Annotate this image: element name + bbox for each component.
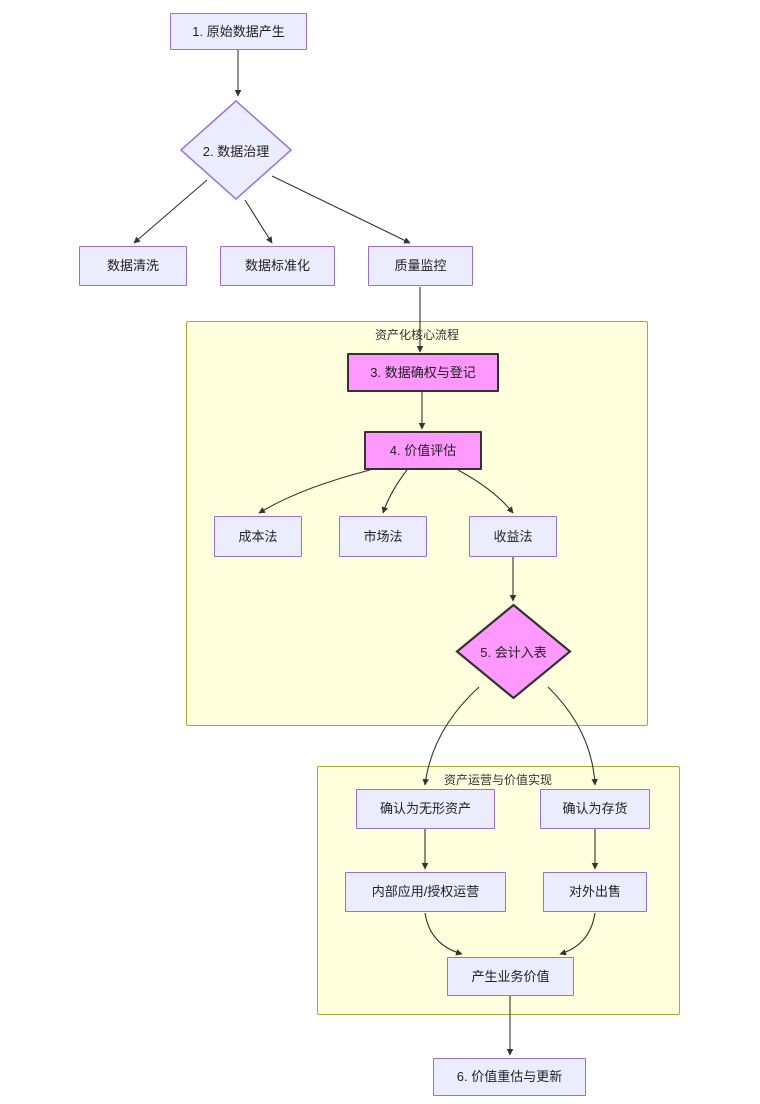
node-cost-method[interactable]: 成本法 (214, 516, 302, 557)
node-external-sale[interactable]: 对外出售 (543, 872, 647, 912)
node-quality-monitoring[interactable]: 质量监控 (368, 246, 473, 286)
diamond-shape-data-governance (180, 100, 292, 200)
node-data-governance[interactable]: 2. 数据治理 (180, 100, 292, 200)
node-data-standardization[interactable]: 数据标准化 (220, 246, 335, 286)
node-recognize-as-intangible-asset[interactable]: 确认为无形资产 (356, 789, 495, 829)
node-label-accounting-recognition: 5. 会计入表 (480, 645, 547, 660)
node-label-data-governance: 2. 数据治理 (202, 143, 270, 159)
cluster-label-asset-operation-value: 资产运营与价值实现 (443, 773, 553, 787)
node-data-rights-registration[interactable]: 3. 数据确权与登记 (347, 353, 499, 392)
node-income-method[interactable]: 收益法 (469, 516, 557, 557)
node-value-assessment[interactable]: 4. 价值评估 (364, 431, 482, 470)
node-raw-data-generation[interactable]: 1. 原始数据产生 (170, 13, 307, 50)
cluster-label-asset-core-process: 资产化核心流程 (374, 328, 460, 342)
node-recognize-as-inventory[interactable]: 确认为存货 (540, 789, 650, 829)
node-market-method[interactable]: 市场法 (339, 516, 427, 557)
node-internal-use-or-licensing[interactable]: 内部应用/授权运营 (345, 872, 506, 912)
diamond-shape-accounting-recognition (455, 603, 572, 700)
edge-n2-n4 (244, 199, 273, 244)
node-data-cleaning[interactable]: 数据清洗 (79, 246, 187, 286)
node-accounting-recognition[interactable]: 5. 会计入表 (455, 603, 572, 700)
edge-n2-n5 (271, 175, 411, 244)
node-generate-business-value[interactable]: 产生业务价值 (447, 957, 574, 996)
node-value-revaluation-update[interactable]: 6. 价值重估与更新 (433, 1058, 586, 1096)
